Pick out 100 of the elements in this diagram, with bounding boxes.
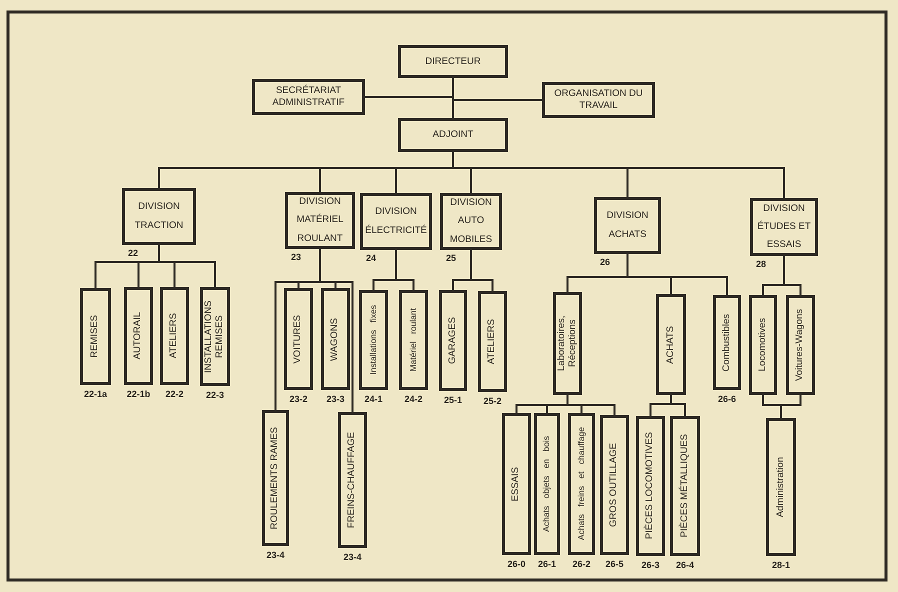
unit-name: DIVISION MATÉRIEL ROULANT <box>296 195 344 246</box>
unit-name: Matériel roulant <box>408 308 418 372</box>
unit-number: 26-4 <box>676 560 694 570</box>
unit-box <box>321 288 350 390</box>
unit-name: PIÈCES MÉTALLIQUES <box>680 434 690 538</box>
connector-line <box>319 249 354 412</box>
unit-box <box>750 198 818 256</box>
unit-number: 25-2 <box>484 396 502 406</box>
unit-box <box>285 192 355 249</box>
unit-name: DIVISION TRACTION <box>134 200 184 232</box>
unit-name: Installations fixes <box>368 305 378 375</box>
unit-box <box>636 416 665 556</box>
unit-name: Achats freins et chauffage <box>576 427 586 541</box>
unit-box <box>594 197 661 254</box>
unit-number: 22 <box>128 248 138 258</box>
connector-line <box>670 395 686 416</box>
unit-name: Achats objets en bois <box>542 436 552 532</box>
unit-name: SECRÉTARIAT ADMINISTRATIF <box>271 85 346 109</box>
unit-name: FREINS-CHAUFFAGE <box>347 432 358 528</box>
unit-number: 28 <box>756 259 766 269</box>
unit-box <box>262 410 289 546</box>
unit-number: 24-1 <box>364 394 382 404</box>
unit-box <box>360 193 432 250</box>
unit-number: 26-1 <box>538 559 556 569</box>
unit-number: 24-2 <box>404 394 422 404</box>
unit-name: ESSAIS <box>511 466 522 502</box>
unit-number: 22-1a <box>84 389 108 399</box>
connector-line <box>783 256 802 295</box>
unit-number: 23-4 <box>344 552 362 562</box>
unit-box <box>284 288 313 390</box>
unit-box <box>399 290 428 390</box>
unit-box <box>713 295 741 390</box>
unit-name: DIVISION AUTO MOBILES <box>448 196 494 247</box>
unit-box <box>124 287 153 385</box>
unit-box <box>656 294 686 395</box>
unit-box <box>398 118 508 152</box>
unit-name: Laboratoires, Réceptions <box>556 314 578 374</box>
unit-name: VOITURES <box>293 314 304 364</box>
unit-name: DIRECTEUR <box>425 56 481 68</box>
unit-number: 22-2 <box>166 389 184 399</box>
unit-box <box>200 287 230 386</box>
unit-box <box>440 193 502 250</box>
connector-line <box>158 245 216 287</box>
unit-name: Voitures-Wagons <box>795 309 806 381</box>
unit-name: DIVISION ÉLECTRICITÉ <box>364 205 428 238</box>
unit-box <box>600 415 629 555</box>
unit-name: DIVISION ACHATS <box>606 209 650 242</box>
unit-name: Combustibles <box>722 314 732 372</box>
unit-name: ROULEMENTS RAMES <box>270 426 281 530</box>
unit-number: 22-3 <box>206 390 224 400</box>
unit-number: 23 <box>291 252 302 262</box>
unit-name: DIVISION ÉTUDES ET ESSAIS <box>756 202 812 252</box>
unit-box <box>542 82 655 118</box>
unit-name: ATELIERS <box>487 318 498 364</box>
unit-number: 26-2 <box>572 559 590 569</box>
unit-box <box>553 292 582 395</box>
unit-box <box>749 295 777 395</box>
unit-number: 23-2 <box>290 394 308 404</box>
unit-box <box>766 418 796 556</box>
unit-number: 25 <box>446 253 456 263</box>
unit-box <box>439 290 467 391</box>
unit-name: PIÈCES LOCOMOTIVES <box>645 432 656 540</box>
unit-box <box>478 291 507 392</box>
unit-name: WAGONS <box>330 318 341 360</box>
unit-number: 23-4 <box>266 550 284 560</box>
unit-number: 26-6 <box>718 394 736 404</box>
unit-name: ORGANISATION DU TRAVAIL <box>553 88 644 112</box>
unit-number: 25-1 <box>444 395 462 405</box>
unit-box <box>160 287 189 385</box>
unit-box <box>786 295 815 395</box>
connector-line <box>452 152 785 198</box>
unit-name: REMISES <box>90 315 101 358</box>
unit-name: ADJOINT <box>432 129 474 141</box>
unit-box <box>502 413 531 555</box>
connector-line <box>395 250 414 290</box>
unit-number: 26-0 <box>508 559 526 569</box>
unit-number: 26-3 <box>642 560 660 570</box>
unit-box <box>80 288 111 385</box>
unit-number: 22-1b <box>126 389 150 399</box>
unit-name: INSTALLATIONS REMISES <box>204 299 226 375</box>
unit-name: GARAGES <box>448 317 458 364</box>
unit-number: 26 <box>600 257 610 267</box>
unit-number: 26-5 <box>606 559 624 569</box>
unit-box <box>568 413 595 555</box>
unit-name: ATELIERS <box>169 313 180 359</box>
unit-number: 23-3 <box>326 394 344 404</box>
unit-box <box>122 188 196 245</box>
unit-box <box>252 79 365 115</box>
unit-number: 28-1 <box>772 560 790 570</box>
unit-box <box>338 412 367 548</box>
unit-name: Administration <box>776 456 786 518</box>
unit-name: Locomotives <box>758 318 768 372</box>
unit-box <box>359 290 388 390</box>
connector-line <box>452 78 454 118</box>
connector-line <box>780 395 802 418</box>
unit-box <box>534 413 560 555</box>
connector-line <box>470 250 494 291</box>
unit-number: 24 <box>366 253 376 263</box>
unit-box <box>670 416 700 556</box>
unit-name: GROS OUTILLAGE <box>609 443 620 527</box>
